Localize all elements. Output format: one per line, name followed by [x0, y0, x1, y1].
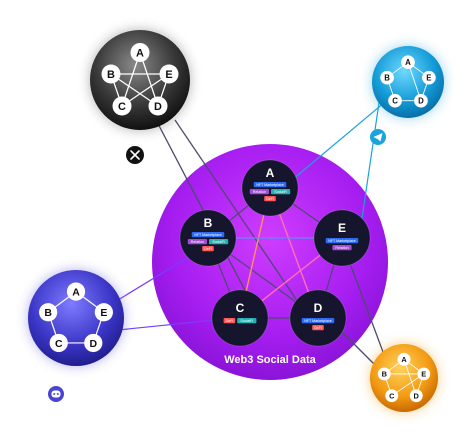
hub-node-label: A — [266, 166, 275, 180]
link-line — [154, 117, 251, 301]
mini-node-b: B — [377, 367, 391, 381]
mini-node-label: C — [392, 97, 398, 106]
hub-node-label: B — [204, 216, 213, 230]
mini-node-label: A — [401, 355, 407, 364]
mini-node-label: C — [389, 391, 395, 400]
mini-node-label: B — [384, 74, 390, 83]
mini-node-a: A — [401, 55, 415, 70]
tag-pill-label: DeFi — [266, 197, 274, 201]
mini-node-c: C — [49, 333, 68, 353]
tag-pill: NFT Marketplace — [253, 182, 287, 188]
discord-icon — [48, 386, 64, 402]
tag-pill-label: Relation — [253, 190, 266, 194]
tag-pill-label: DeFi — [204, 247, 212, 251]
mini-node-label: E — [426, 74, 431, 83]
tag-pill-label: NFT Marketplace — [256, 183, 284, 187]
link-line — [344, 249, 387, 361]
mini-node-e: E — [422, 70, 436, 85]
mini-node-label: A — [136, 47, 144, 59]
mini-node-label: B — [44, 308, 52, 319]
tag-pill-label: SocialFi — [240, 319, 253, 323]
platform-bubble-other: A B E C D — [370, 344, 438, 412]
tag-pill-label: DeFi — [314, 326, 322, 330]
platform-bubble-discord: A B E C D — [28, 270, 124, 366]
link-line — [359, 95, 381, 233]
mini-node-label: D — [89, 339, 97, 350]
tag-pill-label: DeFi — [226, 319, 234, 323]
mini-node-d: D — [84, 333, 103, 353]
mini-node-b: B — [101, 64, 121, 84]
mini-node-d: D — [414, 93, 428, 108]
tag-pill: Relation — [332, 245, 352, 251]
mini-node-b: B — [380, 70, 394, 85]
tag-pill: NFT Marketplace — [191, 232, 225, 238]
tag-pill-label: SocialFi — [274, 190, 287, 194]
platform-bubble-telegram: A B E C D — [372, 46, 444, 118]
mini-node-label: B — [107, 69, 115, 81]
tag-pill-label: NFT Marketplace — [194, 233, 222, 237]
tag-pill-label: NFT Marketplace — [304, 319, 332, 323]
mini-node-c: C — [388, 93, 402, 108]
mini-node-a: A — [130, 43, 150, 62]
tag-pill-label: Relation — [335, 246, 348, 250]
hub-node-label: D — [314, 301, 323, 315]
mini-node-label: D — [154, 101, 162, 113]
mini-node-label: D — [414, 391, 420, 400]
tag-pill: SocialFi — [271, 189, 291, 195]
tag-pill: NFT Marketplace — [301, 318, 335, 324]
tag-pill-label: Relation — [191, 240, 204, 244]
mini-node-e: E — [417, 367, 431, 381]
telegram-icon — [370, 129, 386, 145]
link-line — [117, 249, 201, 301]
mini-node-c: C — [112, 96, 132, 116]
x-logo-icon — [126, 146, 144, 164]
mini-node-e: E — [159, 64, 179, 84]
mini-node-d: D — [409, 389, 423, 403]
mini-node-label: E — [421, 370, 426, 379]
link-line — [291, 101, 386, 181]
mini-node-d: D — [148, 96, 168, 116]
mini-node-e: E — [94, 303, 113, 322]
mini-node-c: C — [385, 389, 399, 403]
mini-node-label: E — [165, 69, 172, 81]
tag-pill: DeFi — [202, 246, 214, 252]
tag-pill: Relation — [249, 189, 269, 195]
mini-node-b: B — [39, 303, 58, 322]
tag-pill: NFT Marketplace — [325, 238, 359, 244]
tag-pill: DeFi — [264, 196, 276, 202]
tag-pill: Relation — [187, 239, 207, 245]
mini-node-label: A — [72, 287, 80, 298]
mini-node-label: D — [418, 97, 424, 106]
mini-node-label: B — [382, 370, 388, 379]
tag-pill: DeFi — [223, 318, 236, 324]
tag-pill: SocialFi — [209, 239, 229, 245]
mini-node-a: A — [66, 282, 86, 301]
hub-node-label: C — [236, 301, 245, 315]
platform-bubble-x: A B E C D — [90, 30, 190, 130]
mini-node-label: C — [55, 339, 63, 350]
tag-pill: DeFi — [312, 325, 324, 331]
mini-node-label: E — [100, 308, 107, 319]
tag-pill-label: NFT Marketplace — [328, 239, 356, 243]
link-line — [174, 119, 301, 306]
mini-node-a: A — [397, 352, 411, 366]
tag-pill: SocialFi — [237, 318, 257, 324]
mini-node-label: C — [118, 101, 126, 113]
hub-title: Web3 Social Data — [224, 354, 316, 366]
tag-pill-label: SocialFi — [212, 240, 225, 244]
mini-node-label: A — [405, 58, 411, 67]
hub-node-label: E — [338, 221, 346, 235]
